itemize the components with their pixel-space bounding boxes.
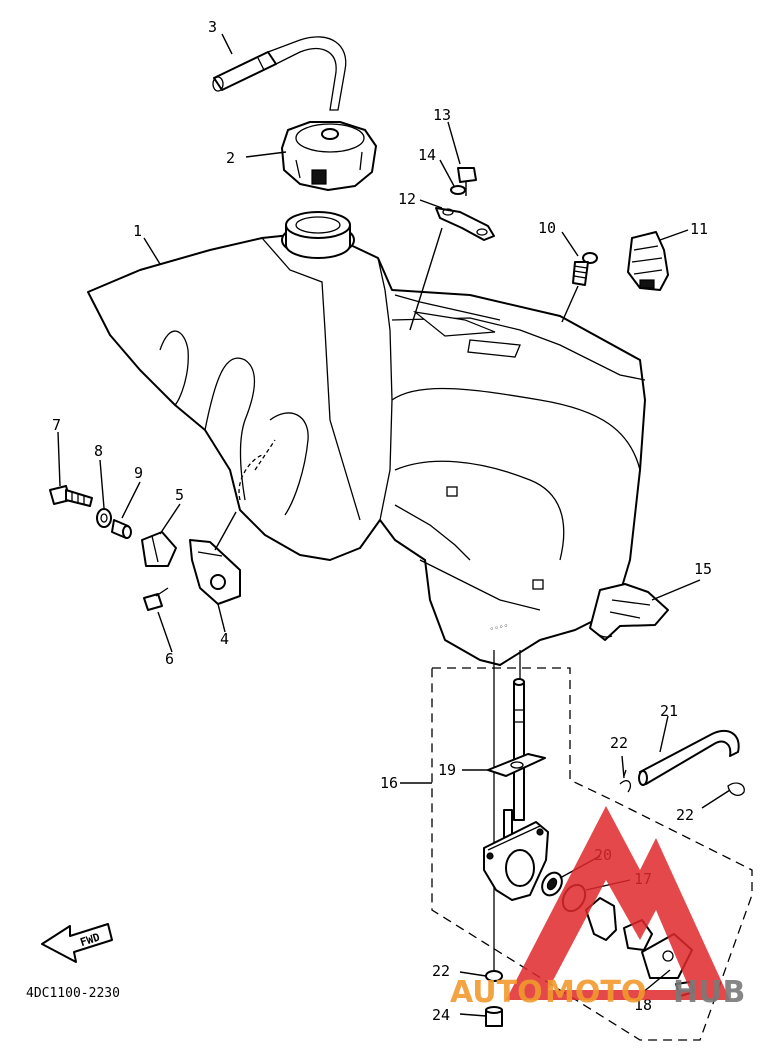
part-label-21: 21 — [660, 702, 678, 720]
bolt-6 — [143, 587, 169, 611]
watermark-text-hub: HUB — [673, 975, 745, 1010]
part-label-9: 9 — [134, 464, 143, 482]
bracket-4 — [189, 539, 241, 605]
clip-22-right — [727, 782, 745, 797]
part-label-15: 15 — [694, 560, 712, 578]
part-label-14: 14 — [418, 146, 436, 164]
damper-11 — [627, 231, 669, 291]
watermark-text-moto: MOTO — [545, 975, 646, 1010]
svg-text:◦◦◦◦: ◦◦◦◦ — [489, 621, 510, 634]
part-label-18: 18 — [634, 996, 652, 1014]
fwd-label: FWD — [79, 931, 102, 950]
washer-14 — [450, 185, 466, 195]
breather-hose — [212, 36, 347, 111]
part-label-22a: 22 — [610, 734, 628, 752]
fuel-cap — [281, 121, 377, 191]
watermark-logo — [506, 806, 730, 1000]
part-label-7: 7 — [52, 416, 61, 434]
part-label-5: 5 — [175, 486, 184, 504]
fuel-strainer-pipe — [503, 678, 525, 841]
part-label-11: 11 — [690, 220, 708, 238]
watermark-text-auto: AUTO — [450, 975, 543, 1010]
collar-9 — [111, 519, 132, 539]
part-label-6: 6 — [165, 650, 174, 668]
part-label-4: 4 — [220, 630, 229, 648]
part-label-1: 1 — [133, 222, 142, 240]
part-label-23: 22 — [432, 962, 450, 980]
part-label-24: 24 — [432, 1006, 450, 1024]
bolt-13 — [457, 167, 477, 196]
gasket-20 — [541, 871, 563, 897]
leader-lines — [57, 33, 731, 1017]
part-label-13: 13 — [433, 106, 451, 124]
damper-15 — [589, 583, 669, 641]
fuel-tank: ◦◦◦◦ — [87, 233, 646, 666]
damper-5 — [141, 531, 177, 567]
forward-arrow-icon: FWD — [41, 923, 113, 963]
drain-bolt-24 — [485, 1006, 503, 1027]
part-label-10: 10 — [538, 219, 556, 237]
gasket-19 — [487, 753, 546, 777]
washer-8 — [96, 508, 112, 528]
fuel-cock-body — [483, 821, 549, 901]
part-label-8: 8 — [94, 442, 103, 460]
part-label-12: 12 — [398, 190, 416, 208]
filler-neck — [281, 211, 355, 259]
fuel-hose-21 — [638, 729, 740, 786]
watermark-triangle — [506, 806, 730, 1000]
part-label-3: 3 — [208, 18, 217, 36]
watermark-text: AUTO MOTO HUB — [450, 975, 745, 1010]
clip-22-left — [619, 769, 632, 793]
part-label-22b: 22 — [676, 806, 694, 824]
part-label-2: 2 — [226, 149, 235, 167]
diagram-code: 4DC1100-2230 — [26, 986, 120, 1001]
lever-parts — [585, 897, 653, 951]
tank-bracket — [435, 207, 495, 241]
screw-10 — [572, 252, 598, 286]
part-label-16: 16 — [380, 774, 398, 792]
bolt-7 — [49, 485, 93, 507]
part-label-19: 19 — [438, 761, 456, 779]
